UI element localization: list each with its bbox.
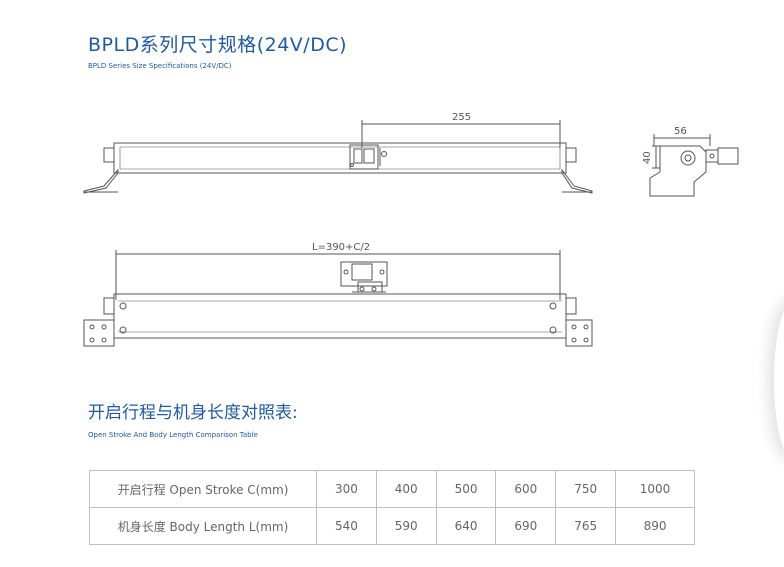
table-cell: 1000 <box>615 470 695 508</box>
row-label-open-stroke: 开启行程 Open Stroke C(mm) <box>89 470 317 508</box>
side-view-actuator <box>649 134 739 197</box>
technical-drawing: 255 56 40 L=390+C/2 <box>83 112 739 347</box>
table-cell: 590 <box>375 507 437 545</box>
table-cell: 690 <box>495 507 557 545</box>
section-title: 开启行程与机身长度对照表: <box>88 403 298 423</box>
table-cell: 600 <box>495 470 557 508</box>
table-row: 机身长度 Body Length L(mm) 540 590 640 690 7… <box>89 507 695 545</box>
table-row: 开启行程 Open Stroke C(mm) 300 400 500 600 7… <box>89 470 695 508</box>
page-title: BPLD系列尺寸规格(24V/DC) <box>88 34 348 56</box>
table-cell: 300 <box>316 470 377 508</box>
table-cell: 400 <box>375 470 437 508</box>
top-view-actuator <box>83 120 593 194</box>
bottom-view-actuator <box>83 250 593 347</box>
table-cell: 750 <box>555 470 617 508</box>
table-cell: 500 <box>435 470 497 508</box>
table-cell: 540 <box>316 507 377 545</box>
dim-label-length: L=390+C/2 <box>312 242 370 253</box>
table-cell: 765 <box>555 507 617 545</box>
dim-label-40: 40 <box>642 151 653 164</box>
section-subtitle: Open Stroke And Body Length Comparison T… <box>88 431 258 439</box>
dim-label-255: 255 <box>452 112 471 123</box>
comparison-table: 开启行程 Open Stroke C(mm) 300 400 500 600 7… <box>89 470 695 545</box>
dim-label-56: 56 <box>674 126 687 137</box>
page-subtitle: BPLD Series Size Specifications (24V/DC) <box>88 62 232 70</box>
table-cell: 640 <box>435 507 497 545</box>
row-label-body-length: 机身长度 Body Length L(mm) <box>89 507 317 545</box>
table-cell: 890 <box>615 507 695 545</box>
